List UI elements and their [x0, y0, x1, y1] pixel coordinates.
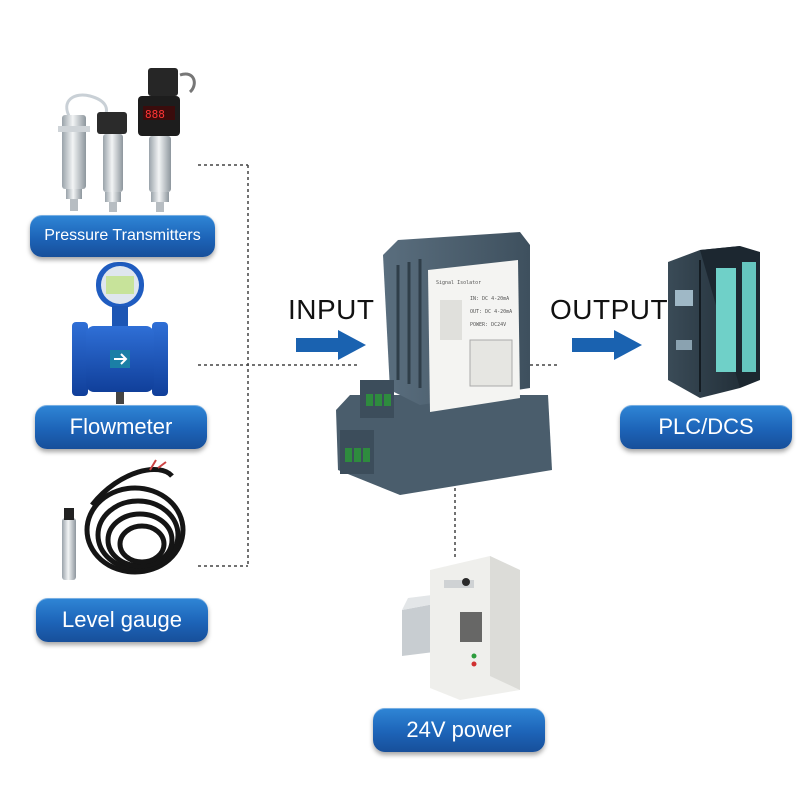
svg-text:IN: DC 4-20mA: IN: DC 4-20mA	[470, 296, 509, 302]
plc-dcs-label-text: PLC/DCS	[658, 414, 754, 439]
input-arrow-icon	[296, 330, 366, 360]
output-arrow-icon	[572, 330, 642, 360]
plc-icon	[668, 246, 760, 398]
pressure-transmitters-label: Pressure Transmitters	[30, 215, 215, 257]
pressure-transmitters-label-text: Pressure Transmitters	[44, 227, 201, 244]
svg-text:OUT: DC 4-20mA: OUT: DC 4-20mA	[470, 309, 512, 315]
pressure-transmitter-icon: 888	[58, 68, 196, 212]
svg-text:Signal Isolator: Signal Isolator	[436, 280, 481, 286]
output-label: OUTPUT	[550, 294, 669, 325]
signal-isolator-icon: Signal Isolator IN: DC 4-20mA OUT: DC 4-…	[336, 232, 552, 495]
power-supply-icon	[402, 556, 520, 700]
svg-text:POWER: DC24V: POWER: DC24V	[470, 322, 506, 328]
flowmeter-icon	[72, 262, 168, 404]
power-label: 24V power	[373, 708, 545, 752]
power-label-text: 24V power	[406, 717, 512, 742]
level-gauge-label-text: Level gauge	[62, 607, 182, 632]
svg-text:888: 888	[145, 108, 165, 121]
input-label: INPUT	[288, 294, 375, 325]
flowmeter-label: Flowmeter	[35, 405, 207, 449]
flowmeter-label-text: Flowmeter	[69, 414, 173, 439]
plc-dcs-label: PLC/DCS	[620, 405, 792, 449]
level-gauge-label: Level gauge	[36, 598, 208, 642]
level-gauge-icon	[62, 459, 186, 580]
